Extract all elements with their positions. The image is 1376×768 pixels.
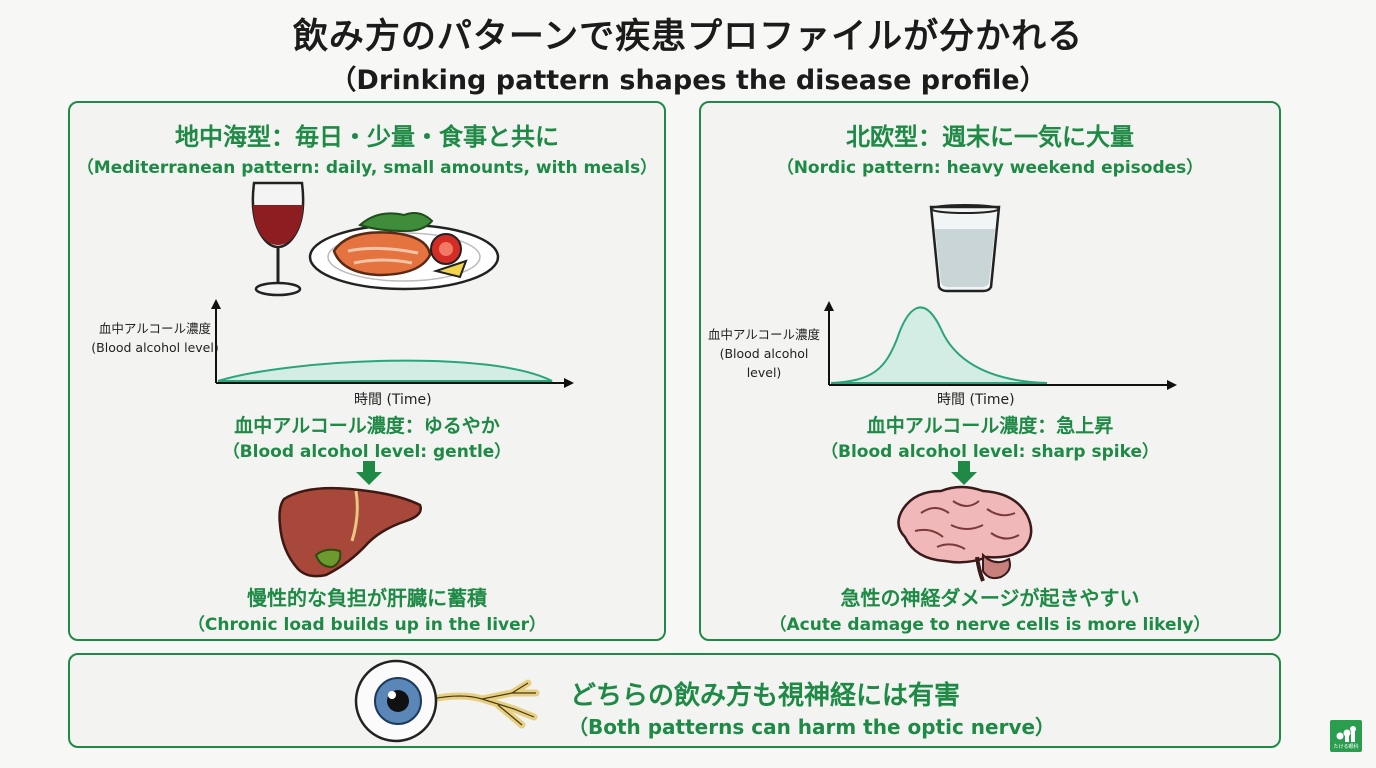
clinic-logo: たける眼科 xyxy=(1330,720,1362,752)
mediterranean-heading: 地中海型：毎日・少量・食事と共に xyxy=(175,123,559,151)
eye-optic-nerve-icon xyxy=(354,659,540,743)
nordic-chart-ylabel: 血中アルコール濃度 (Blood alcohol level) xyxy=(701,325,827,382)
mediterranean-level-en: （Blood alcohol level: gentle） xyxy=(222,442,512,462)
nordic-heading-en: （Nordic pattern: heavy weekend episodes） xyxy=(776,158,1204,178)
wine-glass-icon xyxy=(251,181,305,297)
page-subtitle: （Drinking pattern shapes the disease pro… xyxy=(329,65,1047,96)
brain-icon xyxy=(897,485,1033,582)
mediterranean-effect: 慢性的な負担が肝臓に蓄積 xyxy=(247,586,487,610)
nordic-ylabel-ja: 血中アルコール濃度 xyxy=(707,327,821,342)
optic-nerve-panel: どちらの飲み方も視神経には有害 （Both patterns can harm … xyxy=(68,653,1281,748)
optic-nerve-message: どちらの飲み方も視神経には有害 xyxy=(570,681,961,711)
nordic-level: 血中アルコール濃度：急上昇 xyxy=(866,415,1114,437)
nordic-effect-en: （Acute damage to nerve cells is more lik… xyxy=(769,615,1211,635)
nordic-heading: 北欧型：週末に一気に大量 xyxy=(846,123,1134,151)
nordic-bac-curve xyxy=(830,306,1048,384)
page-title: 飲み方のパターンで疾患プロファイルが分かれる xyxy=(292,17,1084,57)
down-arrow-icon xyxy=(356,461,382,485)
mediterranean-bac-chart xyxy=(211,299,574,388)
mediterranean-ylabel-en: (Blood alcohol level) xyxy=(91,340,219,355)
nordic-chart-xlabel: 時間 (Time) xyxy=(937,392,1015,408)
salmon-plate-icon xyxy=(308,212,500,291)
mediterranean-level: 血中アルコール濃度：ゆるやか xyxy=(234,415,500,437)
nordic-level-en: （Blood alcohol level: sharp spike） xyxy=(821,442,1159,462)
clinic-logo-text: たける眼科 xyxy=(1333,744,1359,750)
mediterranean-chart-ylabel: 血中アルコール濃度 (Blood alcohol level) xyxy=(90,319,220,357)
nordic-ylabel-en: (Blood alcohol level) xyxy=(719,346,809,380)
mediterranean-heading-en: （Mediterranean pattern: daily, small amo… xyxy=(76,158,658,178)
mediterranean-bac-curve xyxy=(217,359,553,382)
down-arrow-icon xyxy=(951,461,977,485)
optic-nerve-message-en: （Both patterns can harm the optic nerve） xyxy=(568,715,1056,739)
mediterranean-panel: 地中海型：毎日・少量・食事と共に （Mediterranean pattern:… xyxy=(68,101,666,641)
logo-mark-icon xyxy=(1336,726,1356,742)
mediterranean-chart-xlabel: 時間 (Time) xyxy=(354,392,432,408)
nordic-panel: 北欧型：週末に一気に大量 （Nordic pattern: heavy week… xyxy=(699,101,1281,641)
shot-glass-icon xyxy=(929,204,1001,293)
nordic-bac-chart xyxy=(824,301,1177,390)
mediterranean-effect-en: （Chronic load builds up in the liver） xyxy=(187,615,547,635)
nordic-effect: 急性の神経ダメージが起きやすい xyxy=(840,586,1140,610)
mediterranean-ylabel-ja: 血中アルコール濃度 xyxy=(98,321,212,336)
liver-icon xyxy=(278,486,422,578)
